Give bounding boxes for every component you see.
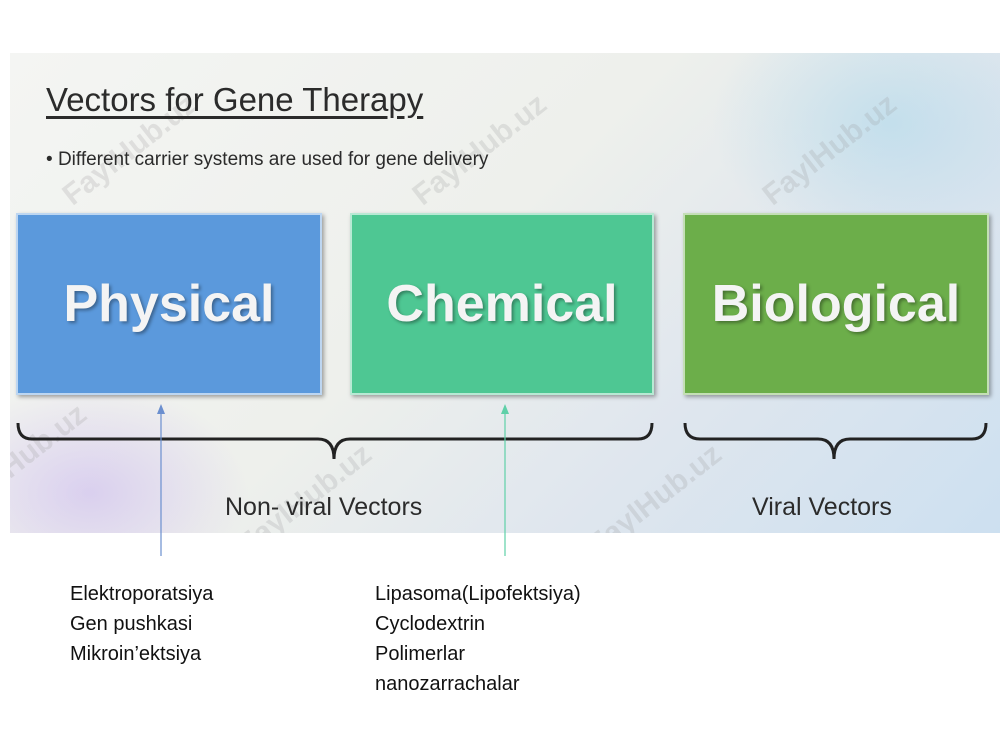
biological-label: Biological — [711, 275, 961, 333]
physical-box: Physical — [16, 213, 322, 395]
list-item: Lipasoma(Lipofektsiya) — [375, 583, 581, 605]
bullet-text: Different carrier systems are used for g… — [57, 149, 489, 170]
list-item: Mikroin’ektsiya — [70, 643, 202, 665]
viral-label: Viral Vectors — [752, 493, 892, 521]
background-glow-left — [10, 383, 250, 533]
physical-arrow-head — [157, 404, 165, 414]
list-item: Cyclodextrin — [375, 613, 486, 635]
non-viral-brace — [16, 422, 654, 460]
physical-methods-list: Elektroporatsiya Gen pushkasi Mikroin’ek… — [70, 579, 213, 669]
brace-connectors — [16, 422, 988, 460]
chemical-label: Chemical — [386, 275, 618, 333]
physical-label: Physical — [63, 275, 275, 333]
viral-brace — [683, 422, 988, 460]
list-item: Gen pushkasi — [70, 613, 193, 635]
list-item: nanozarrachalar — [375, 673, 520, 695]
non-viral-label: Non- viral Vectors — [225, 493, 423, 521]
chemical-arrow-head — [501, 404, 509, 414]
slide-title: Vectors for Gene Therapy — [46, 81, 424, 118]
slide-bullet: • Different carrier systems are used for… — [46, 149, 489, 170]
slide-image: FaylHub.uz FaylHub.uz FaylHub.uz FaylHub… — [10, 53, 1000, 533]
list-item: Elektroporatsiya — [70, 583, 214, 605]
biological-box: Biological — [683, 213, 989, 395]
chemical-methods-list: Lipasoma(Lipofektsiya) Cyclodextrin Poli… — [375, 579, 581, 699]
list-item: Polimerlar — [375, 643, 466, 665]
chemical-box: Chemical — [350, 213, 654, 395]
